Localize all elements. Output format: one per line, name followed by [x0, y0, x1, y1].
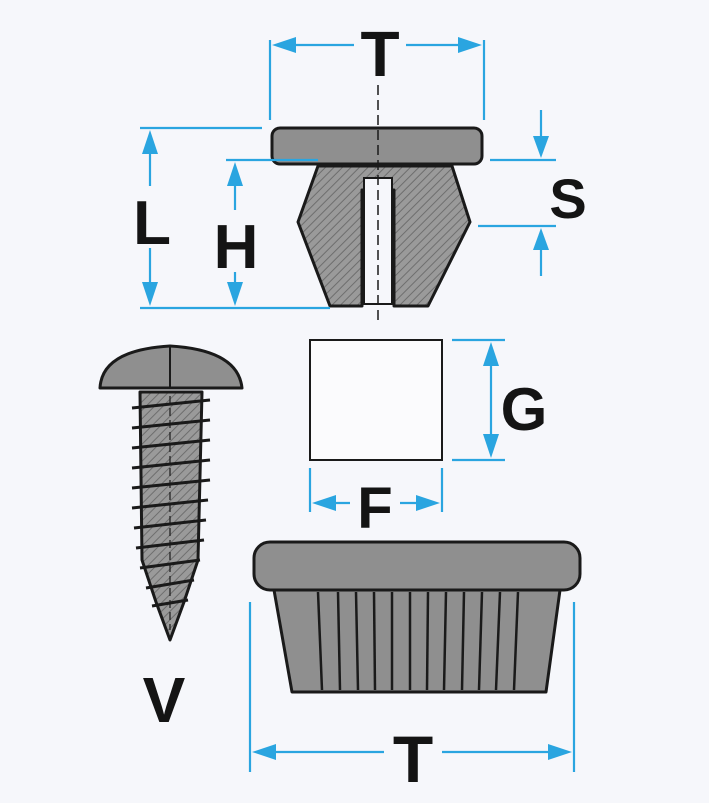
screw — [98, 344, 244, 642]
dimension-l: L — [128, 126, 330, 310]
dimension-f: F — [308, 468, 444, 541]
clip-body — [296, 164, 472, 308]
label-f: F — [357, 476, 392, 541]
cap-ribs — [316, 591, 520, 691]
label-h: H — [214, 213, 259, 282]
label-t-bottom: T — [393, 722, 433, 796]
label-g: G — [501, 376, 548, 443]
dimension-t-bottom: T — [248, 602, 576, 796]
clip-head — [270, 126, 484, 166]
panel-hole — [309, 339, 443, 461]
dimension-h: H — [208, 158, 318, 306]
cap-body — [272, 588, 562, 694]
cap-flange — [252, 540, 582, 592]
nut-cap — [252, 540, 582, 694]
label-v: V — [143, 664, 186, 736]
label-t-top: T — [360, 18, 399, 90]
hole-outline — [309, 339, 443, 461]
dimension-g: G — [452, 338, 548, 462]
dimension-t-top: T — [268, 18, 486, 120]
dimension-s: S — [478, 110, 587, 276]
push-clip — [270, 85, 484, 320]
label-l: L — [133, 189, 171, 258]
label-s: S — [549, 167, 586, 230]
